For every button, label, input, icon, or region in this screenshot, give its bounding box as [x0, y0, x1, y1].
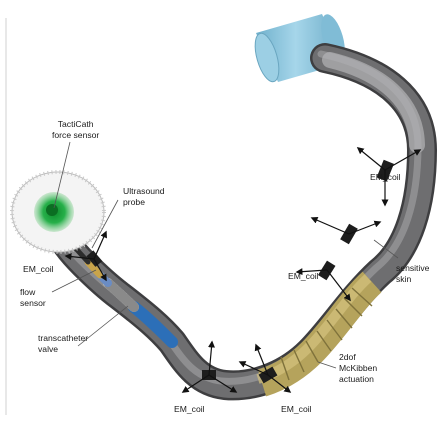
ultrasound-label-line2: probe	[123, 197, 165, 208]
tacticath-label-line1: TactiCath	[52, 119, 99, 130]
valve-label-line2: valve	[38, 344, 88, 355]
valve-label-line1: transcatheter	[38, 333, 88, 344]
skin-label-line1: sensitive	[396, 263, 429, 274]
mckibben-label-line2: McKibben	[339, 363, 377, 374]
mckibben-label-line3: actuation	[339, 374, 377, 385]
mckibben-actuation-label: 2dof McKibben actuation	[339, 352, 377, 385]
sensitive-skin-label: sensitive skin	[396, 263, 429, 285]
mckibben-label-line1: 2dof	[339, 352, 377, 363]
tacticath-sensor-disc	[12, 172, 104, 252]
tacticath-label-line2: force sensor	[52, 130, 99, 141]
em-coil-label-left: EM_coil	[23, 264, 54, 275]
flow-label-line1: flow	[20, 287, 46, 298]
ultrasound-probe-label: Ultrasound probe	[123, 186, 165, 208]
leader-mckibben	[318, 362, 336, 368]
em-coil-label-middle: EM_coil	[288, 271, 319, 282]
leader-lines	[52, 142, 398, 368]
flow-label-line2: sensor	[20, 298, 46, 309]
ultrasound-label-line1: Ultrasound	[123, 186, 165, 197]
skin-label-line2: skin	[396, 274, 429, 285]
em-coil-label-top: EM_coil	[370, 172, 401, 183]
transcatheter-valve-label: transcatheter valve	[38, 333, 88, 355]
flow-sensor-label: flow sensor	[20, 287, 46, 309]
em-coil-label-bottom-right: EM_coil	[281, 404, 312, 415]
tacticath-label: TactiCath force sensor	[52, 119, 99, 141]
em-coil-label-bottom-left: EM_coil	[174, 404, 205, 415]
